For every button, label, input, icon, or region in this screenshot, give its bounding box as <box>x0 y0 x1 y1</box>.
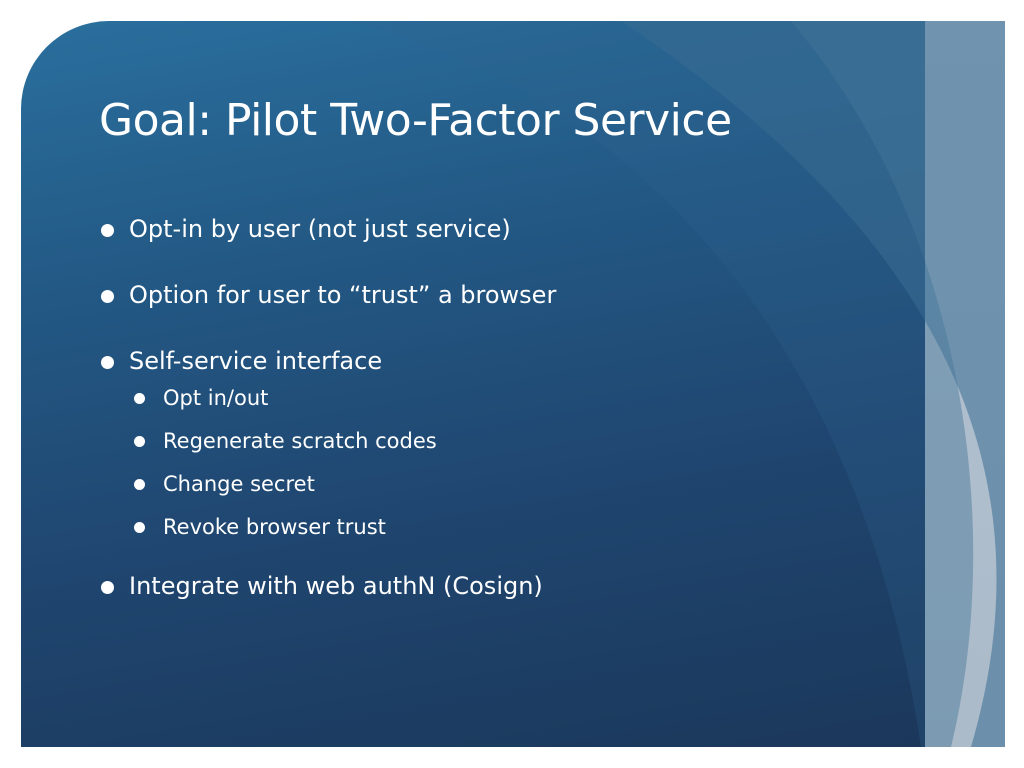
bullet-item: Integrate with web authN (Cosign) <box>99 568 556 604</box>
bullet-dot-icon <box>101 356 114 369</box>
bullet-text: Self-service interface <box>129 347 383 375</box>
bullet-item: Option for user to “trust” a browser <box>99 277 556 313</box>
bullet-dot-icon <box>101 581 114 594</box>
sub-bullet-dot-icon <box>134 479 145 490</box>
swoosh-soft <box>351 21 1005 747</box>
bullet-list: Opt-in by user (not just service) Option… <box>99 211 556 634</box>
sub-bullet-item: Opt in/out <box>133 383 556 413</box>
swoosh-inner <box>791 21 974 747</box>
bullet-item: Self-service interface Opt in/out Regene… <box>99 343 556 542</box>
sub-bullet-dot-icon <box>134 522 145 533</box>
bullet-dot-icon <box>101 224 114 237</box>
bullet-item: Opt-in by user (not just service) <box>99 211 556 247</box>
sub-bullet-list: Opt in/out Regenerate scratch codes Chan… <box>133 383 556 542</box>
bullet-text: Opt-in by user (not just service) <box>129 215 511 243</box>
sub-bullet-text: Opt in/out <box>163 386 269 410</box>
decorative-swoosh <box>351 21 1005 747</box>
sub-bullet-text: Change secret <box>163 472 315 496</box>
bullet-dot-icon <box>101 290 114 303</box>
swoosh-outer <box>621 21 1005 747</box>
slide-canvas: Goal: Pilot Two-Factor Service Opt-in by… <box>21 21 1005 747</box>
sub-bullet-item: Revoke browser trust <box>133 512 556 542</box>
sub-bullet-text: Revoke browser trust <box>163 515 386 539</box>
sub-bullet-text: Regenerate scratch codes <box>163 429 437 453</box>
slide-title: Goal: Pilot Two-Factor Service <box>99 95 732 146</box>
sub-bullet-item: Regenerate scratch codes <box>133 426 556 456</box>
bullet-text: Integrate with web authN (Cosign) <box>129 572 543 600</box>
sub-bullet-item: Change secret <box>133 469 556 499</box>
sub-bullet-dot-icon <box>134 436 145 447</box>
bullet-text: Option for user to “trust” a browser <box>129 281 557 309</box>
sub-bullet-dot-icon <box>134 393 145 404</box>
